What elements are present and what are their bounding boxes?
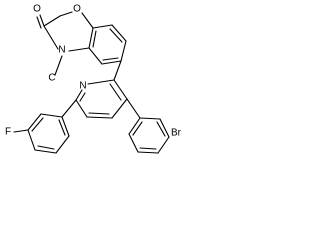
bond-bromophenyl-3-double bbox=[139, 147, 157, 150]
bond-benzo-4 bbox=[101, 60, 122, 65]
bond-benzo-pyridine bbox=[113, 60, 122, 81]
bond-fluorophenyl-2 bbox=[27, 113, 42, 131]
bond-carbonyl-ch2 bbox=[43, 15, 61, 27]
bond-pyridine-c6-n-double bbox=[79, 92, 86, 102]
bond-bromophenyl-4 bbox=[157, 136, 170, 154]
bond-bromophenyl-5 bbox=[159, 118, 170, 138]
atom-labels: O O N C N F Br bbox=[5, 4, 182, 139]
bond-bromophenyl-1-double bbox=[132, 121, 143, 136]
bond-benzo-fusion-double bbox=[92, 30, 97, 48]
bond-ch2-ring-oxygen bbox=[59, 11, 73, 17]
bond-nitrogen-methyl bbox=[54, 55, 63, 76]
bond-ring-oxygen-aryl bbox=[81, 12, 94, 29]
bond-benzo-3 bbox=[120, 40, 127, 62]
oxazinone-ring bbox=[36, 11, 94, 76]
bond-pyridine-c3-c4 bbox=[111, 98, 128, 119]
atom-label-ring-nitrogen: N bbox=[58, 45, 65, 56]
atom-label-fluorine: F bbox=[5, 127, 11, 138]
atom-label-pyridine-nitrogen: N bbox=[79, 81, 86, 92]
bond-pyridine-c6-n bbox=[75, 89, 83, 101]
bond-pyridine-fluorophenyl bbox=[61, 99, 77, 118]
bond-pyridine-c4-c5-double bbox=[88, 112, 110, 115]
bond-fluorophenyl-6-double bbox=[58, 119, 66, 136]
bond-benzo-2 bbox=[111, 24, 127, 42]
bond-pyridine-c5-c6 bbox=[75, 99, 88, 118]
bond-fluorophenyl-5 bbox=[55, 135, 70, 154]
fluorophenyl-ring bbox=[13, 113, 70, 154]
bond-fluorophenyl-1 bbox=[40, 113, 63, 118]
atom-label-methyl-carbon: C bbox=[48, 73, 55, 84]
benzo-ring bbox=[88, 24, 127, 65]
bond-bromophenyl-5-double bbox=[156, 121, 166, 137]
bond-aryl-fusion bbox=[88, 27, 94, 49]
bond-benzo-2-double bbox=[109, 28, 123, 43]
bond-fluorophenyl-6 bbox=[61, 116, 70, 137]
bond-pyridine-c2-c3 bbox=[113, 79, 128, 100]
bond-fluorophenyl-3 bbox=[27, 129, 36, 151]
bond-carbonyl-oxygen-double bbox=[36, 16, 42, 29]
bond-bromophenyl-1 bbox=[128, 117, 141, 135]
bond-pyridine-c2-n bbox=[87, 79, 115, 85]
atom-label-ring-oxygen: O bbox=[73, 4, 81, 15]
pyridine-ring bbox=[75, 79, 128, 119]
bond-pyridine-bromophenyl bbox=[126, 98, 141, 119]
bromophenyl-ring bbox=[128, 117, 170, 154]
bond-pyridine-c4-c5 bbox=[86, 116, 113, 119]
bond-fluorine bbox=[13, 129, 29, 133]
bond-benzo-5 bbox=[88, 47, 103, 65]
bond-fluorophenyl-4-double bbox=[37, 145, 55, 150]
bond-pyridine-c2-c3-double bbox=[109, 83, 122, 101]
bond-benzo-1 bbox=[92, 24, 113, 29]
bond-aryl-ring-nitrogen bbox=[68, 47, 90, 52]
bond-bromophenyl-3 bbox=[137, 151, 159, 154]
bond-fluorophenyl-4 bbox=[34, 149, 57, 154]
bond-ring-nitrogen-carbonyl bbox=[43, 25, 59, 50]
bond-carbonyl-oxygen bbox=[39, 14, 45, 27]
bond-bromophenyl-6 bbox=[139, 117, 161, 120]
bond-fluorophenyl-2-double bbox=[31, 117, 44, 132]
bond-benzo-4-double bbox=[102, 57, 119, 61]
bond-bromophenyl-2 bbox=[128, 133, 139, 153]
atom-label-carbonyl-oxygen: O bbox=[33, 4, 41, 15]
atom-label-bromine: Br bbox=[171, 128, 182, 139]
chemical-structure-diagram: O O N C N F Br bbox=[5, 4, 182, 154]
